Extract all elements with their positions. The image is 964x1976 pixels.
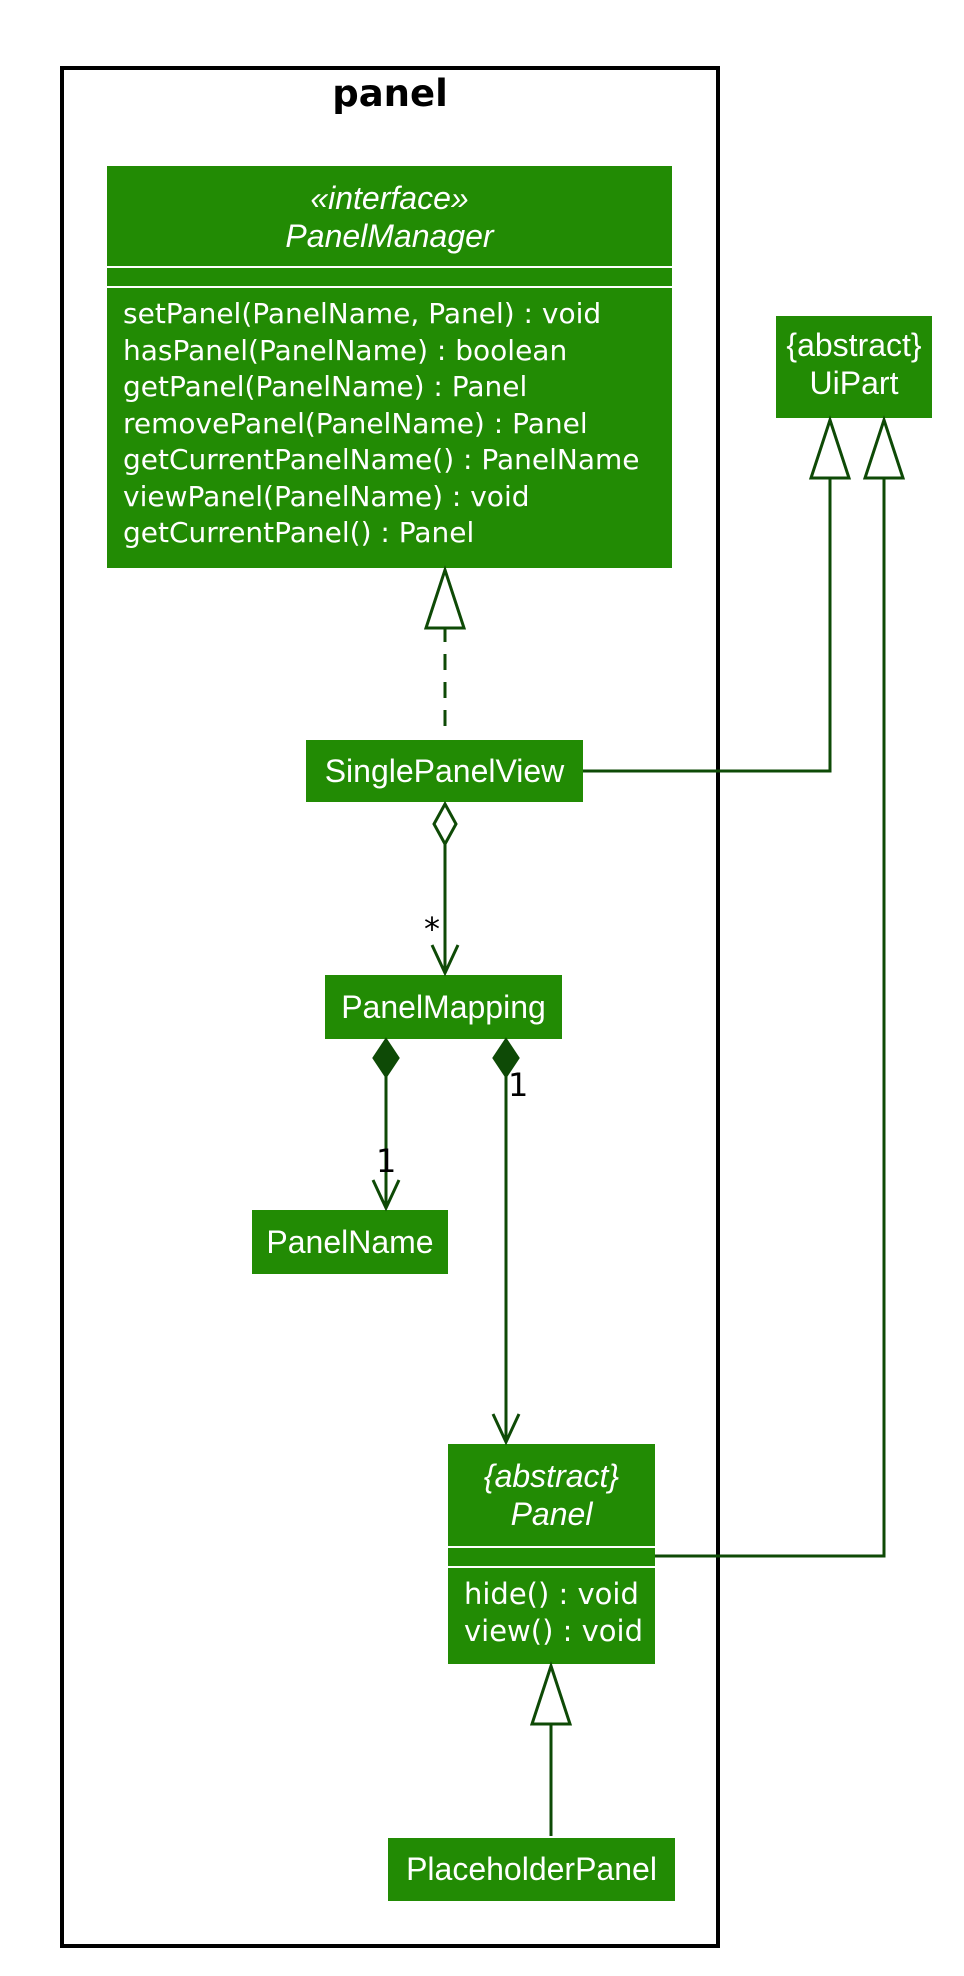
method: view() : void bbox=[464, 1613, 643, 1648]
ui-part-name: UiPart bbox=[809, 365, 899, 401]
panel-manager-methods: setPanel(PanelName, Panel) : void hasPan… bbox=[107, 286, 672, 552]
class-placeholder-panel[interactable]: PlaceholderPanel bbox=[388, 1838, 675, 1901]
panel-class-name: Panel bbox=[510, 1496, 593, 1532]
single-panel-view-name: SinglePanelView bbox=[324, 752, 565, 789]
class-panel-manager[interactable]: «interface» PanelManager setPanel(PanelN… bbox=[107, 166, 672, 568]
panel-name-name: PanelName bbox=[266, 1223, 434, 1260]
panel-methods: hide() : void view() : void bbox=[448, 1566, 655, 1649]
method: getPanel(PanelName) : Panel bbox=[123, 370, 528, 403]
multiplicity-view-mapping: * bbox=[424, 910, 440, 948]
method: getCurrentPanel() : Panel bbox=[123, 516, 475, 549]
class-ui-part[interactable]: {abstract} UiPart bbox=[776, 316, 932, 418]
class-panel[interactable]: {abstract} Panel hide() : void view() : … bbox=[448, 1444, 655, 1664]
method: viewPanel(PanelName) : void bbox=[123, 479, 530, 513]
method: setPanel(PanelName, Panel) : void bbox=[123, 297, 602, 330]
panel-manager-attr-separator bbox=[107, 266, 672, 286]
hollow-triangle-arrowhead bbox=[862, 415, 906, 480]
class-panel-name[interactable]: PanelName bbox=[252, 1210, 448, 1274]
class-single-panel-view[interactable]: SinglePanelView bbox=[306, 740, 583, 802]
method: getCurrentPanelName() : PanelName bbox=[123, 443, 640, 476]
method: removePanel(PanelName) : Panel bbox=[123, 406, 588, 440]
class-panel-mapping[interactable]: PanelMapping bbox=[325, 975, 562, 1039]
panel-stereotype: {abstract} bbox=[483, 1458, 620, 1494]
panel-manager-stereotype: «interface» bbox=[310, 180, 469, 216]
package-title: panel bbox=[332, 72, 448, 115]
ui-part-stereotype: {abstract} bbox=[786, 327, 922, 363]
multiplicity-mapping-panel: 1 bbox=[508, 1066, 529, 1104]
hollow-triangle-arrowhead bbox=[808, 415, 852, 480]
panel-mapping-name: PanelMapping bbox=[341, 988, 546, 1025]
method: hide() : void bbox=[464, 1577, 639, 1611]
method: hasPanel(PanelName) : boolean bbox=[123, 333, 568, 367]
multiplicity-mapping-name: 1 bbox=[376, 1142, 397, 1180]
panel-attr-separator bbox=[448, 1546, 655, 1566]
panel-manager-name: PanelManager bbox=[285, 218, 494, 254]
placeholder-panel-name: PlaceholderPanel bbox=[406, 1851, 657, 1887]
